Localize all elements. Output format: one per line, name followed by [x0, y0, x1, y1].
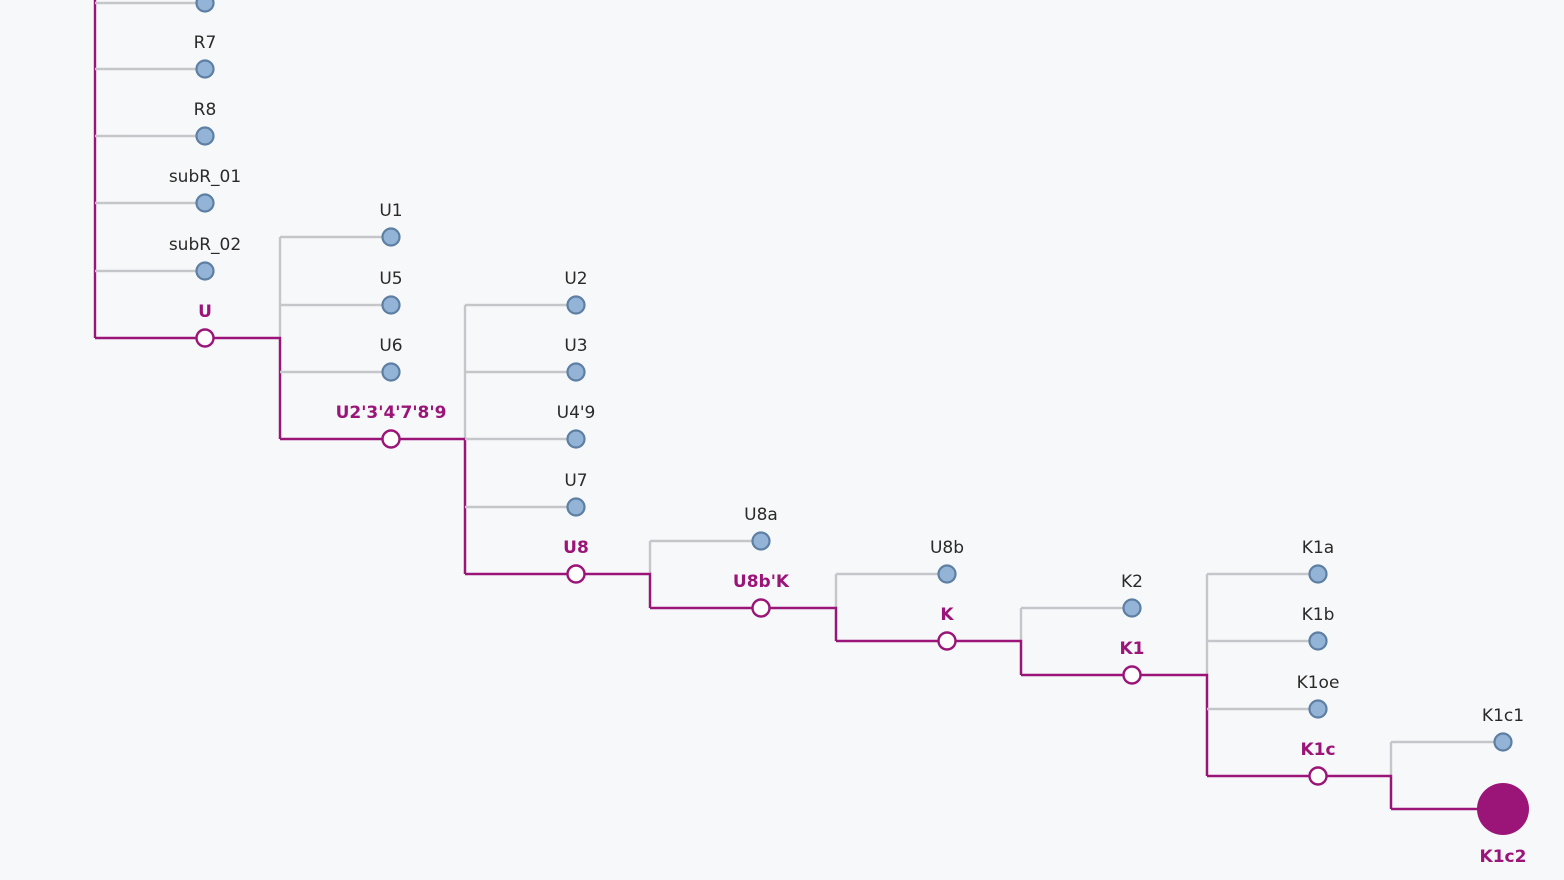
node-k[interactable]: [937, 631, 957, 651]
label-k1a: K1a: [1302, 538, 1334, 558]
node-u3[interactable]: [566, 362, 586, 382]
node-r8[interactable]: [195, 126, 215, 146]
node-k1c1[interactable]: [1493, 732, 1513, 752]
label-u8b: U8b: [930, 538, 964, 558]
node-u8b-k[interactable]: [751, 598, 771, 618]
node-u1[interactable]: [381, 227, 401, 247]
label-u7: U7: [564, 471, 587, 491]
label-u3: U3: [564, 336, 587, 356]
node-u7[interactable]: [566, 497, 586, 517]
node-k2[interactable]: [1122, 598, 1142, 618]
label-subr-01: subR_01: [169, 167, 241, 187]
label-subr-02: subR_02: [169, 235, 241, 255]
edge-path-u2-3-4-7-8-9: [391, 437, 467, 574]
node-u2[interactable]: [566, 295, 586, 315]
label-u8b-k: U8b'K: [733, 572, 790, 592]
node-k1oe[interactable]: [1308, 699, 1328, 719]
label-k1: K1: [1119, 639, 1144, 659]
node-k1[interactable]: [1122, 665, 1142, 685]
label-u8: U8: [563, 538, 589, 558]
edge-path-u8b-k: [761, 606, 838, 641]
label-k: K: [940, 605, 954, 625]
node-u8a[interactable]: [751, 531, 771, 551]
label-k1oe: K1oe: [1297, 673, 1340, 693]
label-u2: U2: [564, 269, 587, 289]
node-k1c2[interactable]: [1477, 783, 1529, 835]
edge-path-u: [205, 336, 282, 439]
label-r8: R8: [194, 100, 217, 120]
label-k1c: K1c: [1300, 740, 1335, 760]
node-r6[interactable]: [195, 0, 215, 13]
edge-path-u8: [576, 572, 652, 608]
node-u5[interactable]: [381, 295, 401, 315]
node-u2-3-4-7-8-9[interactable]: [381, 429, 401, 449]
edge-path-k1: [1132, 673, 1209, 776]
edge-path-k: [947, 639, 1023, 675]
label-u5: U5: [379, 269, 402, 289]
node-k1a[interactable]: [1308, 564, 1328, 584]
node-u8b[interactable]: [937, 564, 957, 584]
node-subr-01[interactable]: [195, 193, 215, 213]
label-u6: U6: [379, 336, 402, 356]
label-k1c2: K1c2: [1480, 847, 1527, 867]
node-r7[interactable]: [195, 59, 215, 79]
label-u1: U1: [379, 201, 402, 221]
label-u8a: U8a: [744, 505, 778, 525]
label-u4-9: U4'9: [557, 403, 596, 423]
label-r7: R7: [194, 33, 217, 53]
label-k1c1: K1c1: [1482, 706, 1524, 726]
node-u6[interactable]: [381, 362, 401, 382]
label-k2: K2: [1121, 572, 1143, 592]
label-u2-3-4-7-8-9: U2'3'4'7'8'9: [336, 403, 447, 423]
node-u4-9[interactable]: [566, 429, 586, 449]
label-k1b: K1b: [1302, 605, 1335, 625]
tree-nodes: [195, 0, 1529, 835]
node-u[interactable]: [195, 328, 215, 348]
node-k1b[interactable]: [1308, 631, 1328, 651]
node-k1c[interactable]: [1308, 766, 1328, 786]
tree-edges: [93, 0, 1503, 811]
node-u8[interactable]: [566, 564, 586, 584]
edge-path-k1c: [1318, 774, 1393, 809]
node-subr-02[interactable]: [195, 261, 215, 281]
label-u: U: [198, 302, 212, 322]
